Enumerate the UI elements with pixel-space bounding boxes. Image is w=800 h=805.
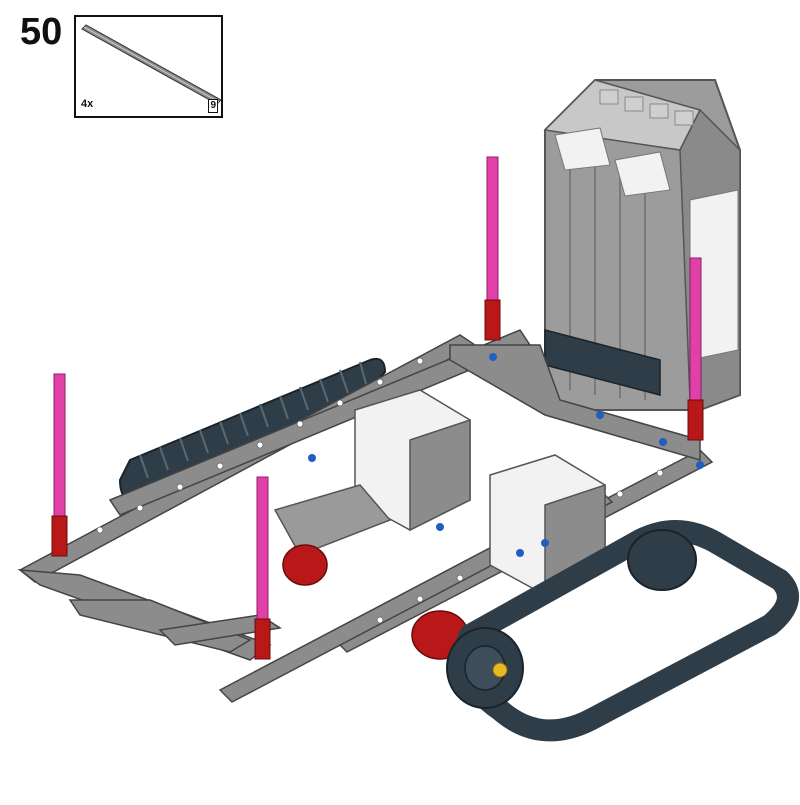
frame — [17, 329, 714, 703]
parts-callout: 4x 9 — [74, 15, 223, 118]
ev3-brick — [543, 79, 741, 411]
part-length-badge: 9 — [208, 99, 218, 113]
step-number: 50 — [20, 11, 63, 53]
right-track — [446, 520, 799, 742]
axle-part-icon — [81, 24, 222, 105]
blue-pins — [308, 353, 704, 557]
magenta-axles — [51, 156, 704, 660]
large-motor-left — [273, 389, 471, 556]
part-quantity: 4x — [81, 98, 94, 110]
